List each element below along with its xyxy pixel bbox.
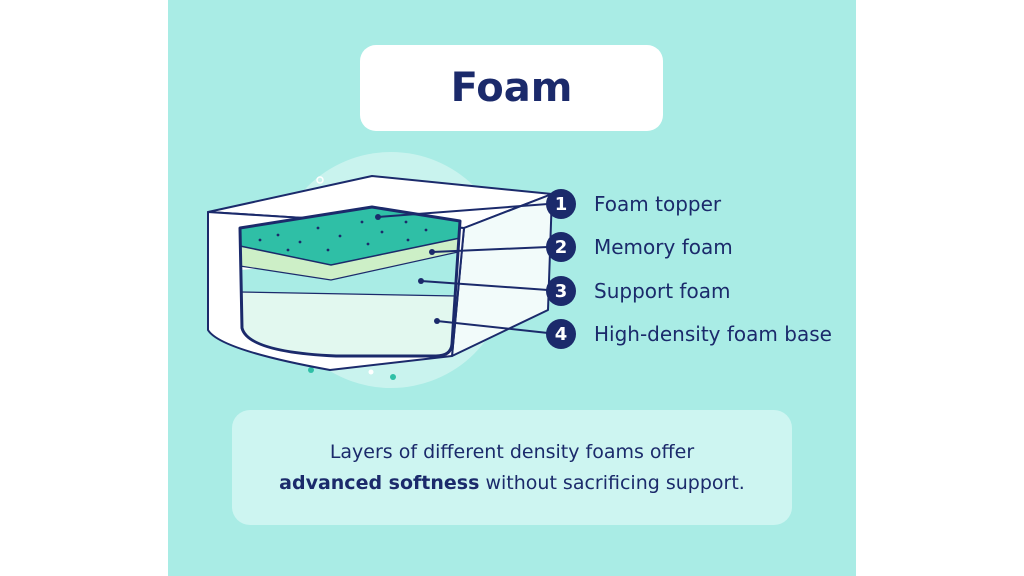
leader-line-3 [420,280,549,291]
layer-number-badge: 3 [546,276,576,306]
legend-item-high-density-base: 4 High-density foam base [546,318,832,350]
topper-dot [406,238,410,242]
layer-divider [239,237,461,266]
topper-dot [366,242,370,246]
decor-dot [368,369,374,375]
layer-divider [239,251,459,281]
caption-line-2: advanced softness without sacrificing su… [279,468,745,499]
caption-card: Layers of different density foams offer … [232,410,792,525]
mattress-illustration [207,152,553,388]
layer-divider [239,291,457,297]
layer-label: Memory foam [594,235,733,259]
decor-dot [390,374,396,380]
layer-label: Foam topper [594,192,722,216]
leader-line-1 [377,203,549,218]
legend-item-memory-foam: 2 Memory foam [546,231,733,263]
caption-line-1: Layers of different density foams offer [329,440,695,463]
legend-item-foam-topper: 1 Foam topper [546,188,721,220]
layer-number-badge: 4 [546,319,576,349]
base-foam-layer [240,292,456,356]
leader-dot-3 [418,278,424,284]
layer-label: Support foam [594,279,731,303]
leader-dot-2 [429,249,435,255]
topper-dot [298,240,302,244]
legend-item-support-foam: 3 Support foam [546,275,730,307]
layer-number-badge: 1 [546,189,576,219]
topper-dot [424,228,428,232]
topper-dot [404,220,408,224]
topper-dot [286,248,290,252]
topper-dot [316,226,320,230]
topper-dot [258,238,262,242]
topper-dot [276,233,280,237]
topper-dot [380,230,384,234]
infographic-panel: Foam [168,0,856,576]
layer-label: High-density foam base [594,322,832,346]
topper-dot [326,248,330,252]
page-title: Foam [450,65,573,111]
topper-dot [338,234,342,238]
leader-line-4 [436,320,549,334]
caption-emphasis: advanced softness [279,471,480,494]
cutout-outline [238,205,462,358]
memory-foam-layer [240,238,460,280]
caption-line-2-rest: without sacrificing support. [479,471,745,494]
leader-dot-4 [434,318,440,324]
topper-dot [360,220,364,224]
decor-dot [308,367,314,373]
decor-dot [316,176,324,184]
leader-line-2 [431,246,549,253]
leader-dot-1 [375,214,381,220]
title-card: Foam [360,45,663,131]
layer-number-badge: 2 [546,232,576,262]
